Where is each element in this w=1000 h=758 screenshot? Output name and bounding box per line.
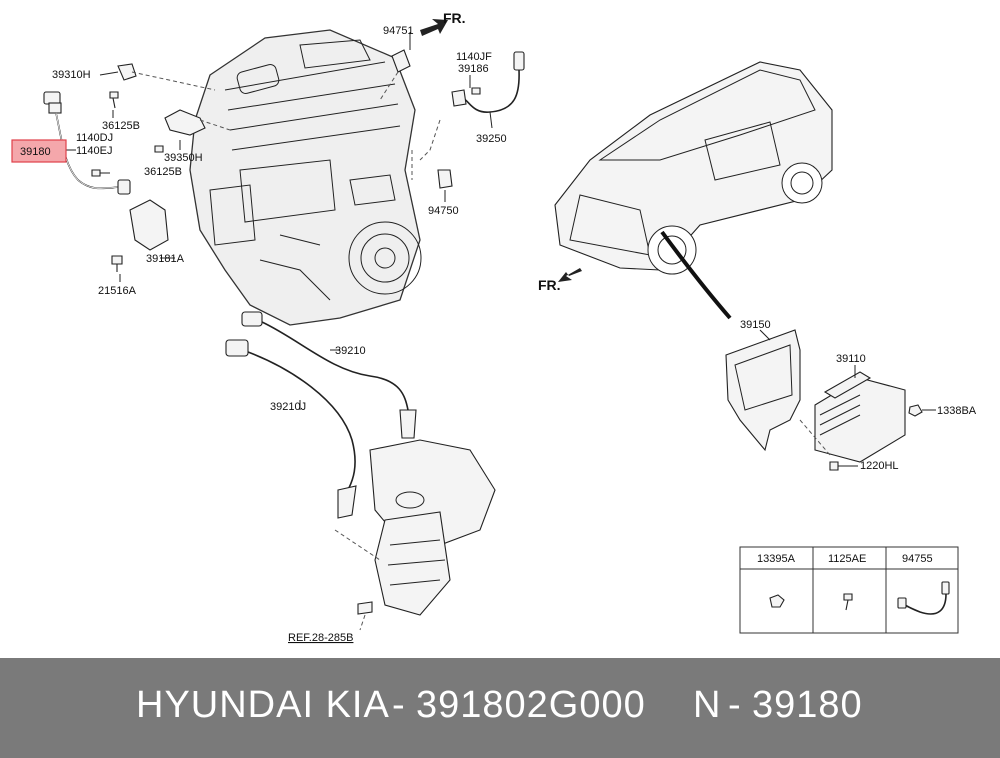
label-39210: 39210	[335, 345, 366, 357]
fr-arrow-car	[558, 268, 582, 282]
label-fr-top: FR.	[443, 10, 466, 26]
legend-header-1125ae: 1125AE	[828, 553, 866, 565]
label-94750: 94750	[428, 205, 459, 217]
label-1140dj: 1140DJ	[76, 132, 113, 144]
legend-header-13395a: 13395A	[757, 553, 796, 565]
footer-part-number[interactable]: 391802G000	[416, 684, 646, 726]
label-21516a: 21516A	[98, 285, 137, 297]
label-1140jf: 1140JF	[456, 51, 492, 63]
label-36125b-bottom: 36125B	[144, 166, 182, 178]
footer-separator-2: -	[728, 684, 742, 726]
sensor-94750	[437, 169, 453, 189]
label-39181a: 39181A	[146, 253, 185, 265]
label-39350h: 39350H	[164, 152, 203, 164]
leader-lines	[66, 32, 936, 631]
knock-sensor-39180[interactable]	[43, 91, 131, 195]
sensor-94751	[391, 49, 411, 73]
label-39310h: 39310H	[52, 69, 91, 81]
label-39150: 39150	[740, 319, 771, 331]
oxygen-sensor-39210[interactable]	[241, 311, 417, 439]
sensor-39310h	[117, 63, 137, 81]
label-94751: 94751	[383, 25, 414, 37]
label-ref[interactable]: REF.28-285B	[288, 632, 353, 644]
car-illustration	[554, 61, 833, 320]
catalytic-converter	[357, 439, 496, 616]
label-1140ej: 1140EJ	[76, 145, 113, 157]
footer-n-label: N	[693, 684, 722, 726]
label-36125b-top: 36125B	[102, 120, 140, 132]
legend-table: 13395A 1125AE 94755	[739, 546, 959, 634]
footer-brand: HYUNDAI KIA	[136, 684, 390, 726]
label-39180[interactable]: 39180	[20, 146, 51, 158]
label-1338ba: 1338BA	[937, 405, 977, 417]
bracket-39350h	[154, 109, 206, 153]
label-39186: 39186	[458, 63, 489, 75]
bolt-1220hl	[829, 461, 852, 471]
label-39210j: 39210J	[270, 401, 306, 413]
nut-icon	[769, 594, 785, 608]
engine-block	[189, 29, 422, 326]
nut-1338ba	[908, 404, 923, 417]
bolt-36125b-top	[109, 91, 119, 109]
footer-bar: HYUNDAI KIA - 391802G000 N - 39180	[0, 658, 1000, 758]
bolt-1140ej	[91, 169, 110, 177]
sensor-39250[interactable]	[451, 51, 525, 113]
ecu-bracket-39150	[725, 329, 801, 452]
ecu-39110[interactable]	[814, 371, 906, 463]
footer-separator-1: -	[392, 684, 406, 726]
oxygen-sensor-39210j[interactable]	[225, 339, 357, 519]
sensor-icon	[897, 581, 950, 615]
footer-n-value: 39180	[752, 684, 863, 726]
label-fr-car: FR.	[538, 277, 561, 293]
fr-arrow-top	[420, 19, 448, 36]
parts-diagram: 39180 1140DJ 1140EJ 39310H 36125B 39350H…	[11, 10, 977, 644]
highlight-box-39180	[11, 139, 67, 163]
label-39110: 39110	[836, 353, 866, 365]
label-1220hl: 1220HL	[860, 460, 899, 472]
label-39250: 39250	[476, 133, 507, 145]
shield-39181a	[111, 199, 169, 272]
legend-header-94755: 94755	[902, 553, 933, 565]
bolt-icon	[843, 593, 853, 611]
